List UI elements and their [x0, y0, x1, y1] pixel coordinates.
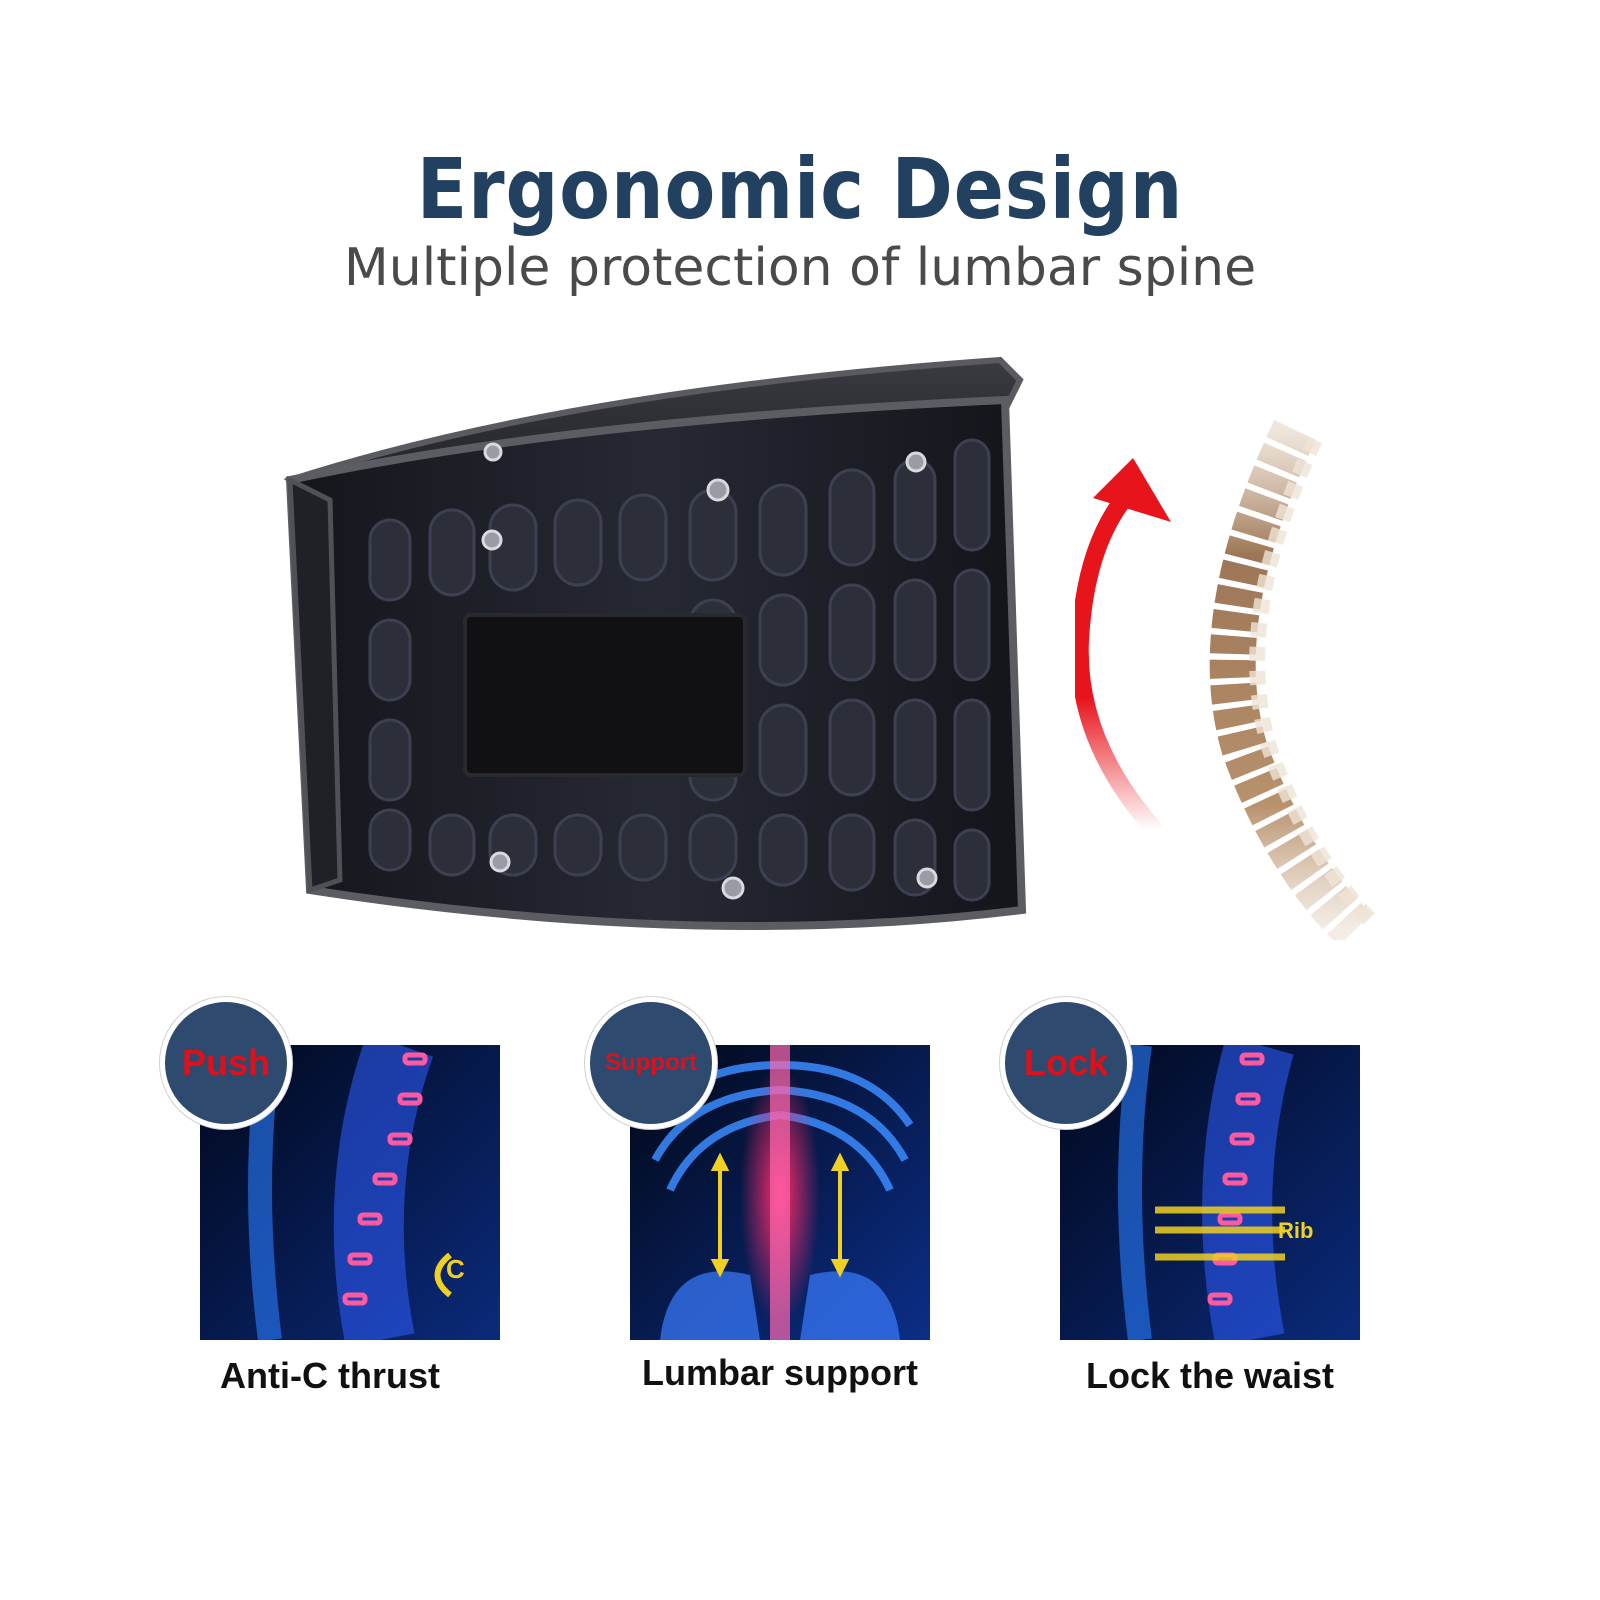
- caption-anti-c-thrust: Anti-C thrust: [220, 1355, 440, 1396]
- subheadline: Multiple protection of lumbar spine: [343, 238, 1257, 298]
- caption-lock-the-waist: Lock the waist: [1085, 1355, 1335, 1396]
- caption-lumbar-support: Lumbar support: [642, 1352, 918, 1393]
- rib-label: Rib: [1278, 1218, 1314, 1243]
- spine-illustration: [1209, 420, 1376, 940]
- curved-up-arrow-icon: [1075, 458, 1171, 839]
- badge-lock: Lock: [1000, 997, 1132, 1129]
- c-shape-label: C: [446, 1254, 465, 1284]
- lumbar-belt-image: [283, 356, 1027, 930]
- feature-xray-support: [630, 1045, 930, 1340]
- badge-support-label: Support: [605, 1049, 697, 1076]
- badge-lock-label: Lock: [1023, 1042, 1109, 1083]
- feature-xray-push: [200, 1045, 500, 1340]
- badge-push-label: Push: [181, 1042, 270, 1083]
- badge-support: Support: [585, 997, 717, 1129]
- badge-push: Push: [160, 997, 292, 1129]
- headline: Ergonomic Design: [416, 140, 1184, 238]
